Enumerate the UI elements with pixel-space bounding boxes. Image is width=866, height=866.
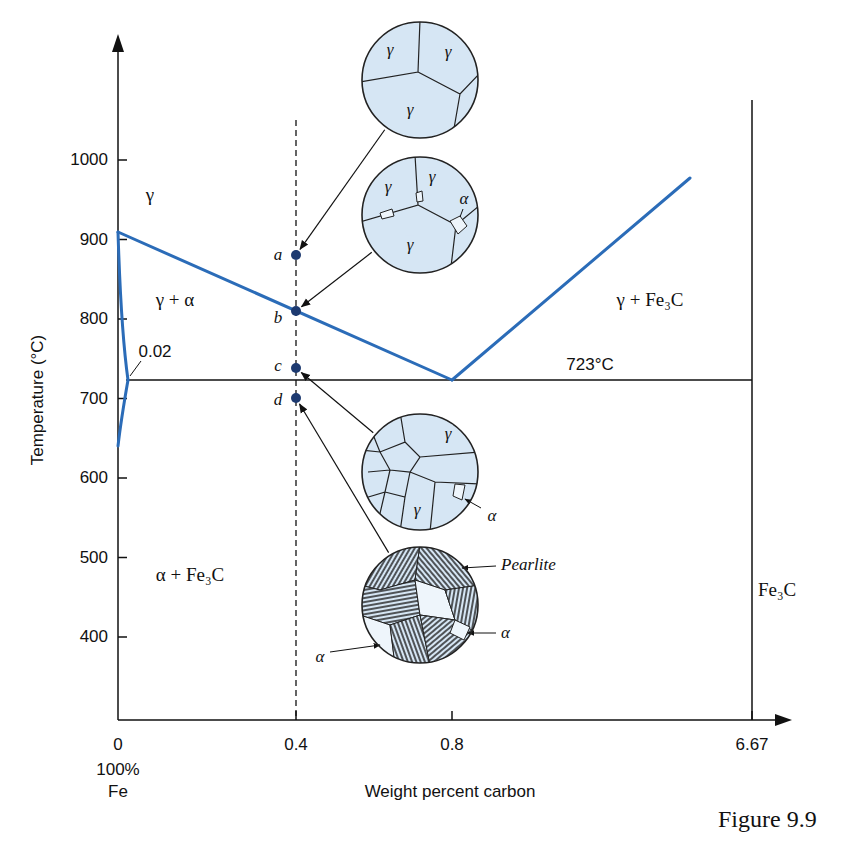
phase-symbol: γ xyxy=(406,101,415,120)
state-point: b xyxy=(266,301,302,321)
leader-arrow xyxy=(301,372,373,432)
leader-arrow xyxy=(300,404,389,553)
phase-symbol: γ xyxy=(384,178,393,197)
point-letter: b xyxy=(273,309,284,328)
tick-label: 900 xyxy=(80,230,108,249)
tick-label: 400 xyxy=(80,628,108,647)
phase-region-label: γ + α xyxy=(156,290,195,311)
micrograph-circle: Pearliteαα xyxy=(360,545,480,665)
circle-outline xyxy=(360,20,480,140)
tick-label: 600 xyxy=(80,469,108,488)
composition-label: 0.02 xyxy=(138,343,171,362)
callout-label: α xyxy=(315,648,326,667)
tick-label: 0 xyxy=(113,736,122,755)
point-dot xyxy=(291,250,301,260)
point-dot xyxy=(291,393,301,403)
micrograph-pearlite xyxy=(360,545,480,665)
tick-label: 500 xyxy=(80,548,108,567)
eutectoid-line xyxy=(126,379,752,381)
tick-label: 0.8 xyxy=(440,736,464,755)
micrograph-circle: γ γ α γ xyxy=(360,155,480,275)
phase-symbol: γ xyxy=(386,41,395,60)
tick-label: 800 xyxy=(80,310,108,329)
cementite-line xyxy=(751,100,753,720)
state-point: c xyxy=(266,358,302,378)
phase-symbol: γ xyxy=(413,501,422,520)
circle-outline xyxy=(360,155,480,275)
micrograph-austenite-ferrite xyxy=(360,155,480,275)
phase-symbol: α xyxy=(459,190,470,209)
phase-label: Fe₃C xyxy=(758,580,796,601)
tick-label: 6.67 xyxy=(735,736,768,755)
leader-arrow xyxy=(302,252,372,306)
tick-label: 1000 xyxy=(70,151,108,170)
micrograph-austenite xyxy=(360,20,480,140)
callout-label: α xyxy=(487,507,498,526)
axis-note: 100% xyxy=(96,761,139,780)
axes xyxy=(118,48,778,720)
temperature-label: 723°C xyxy=(566,356,613,375)
figure-caption: Figure 9.9 xyxy=(718,806,817,833)
phase-region-label: γ + Fe₃C xyxy=(617,290,684,311)
callout-label: Pearlite xyxy=(500,556,557,575)
axis-arrowhead xyxy=(112,34,124,52)
callout-label: α xyxy=(500,624,511,643)
circle-outline xyxy=(360,545,480,665)
tick-label: 0.4 xyxy=(284,736,308,755)
tick-label: 700 xyxy=(80,389,108,408)
point-letter: c xyxy=(273,357,283,376)
point-dot xyxy=(291,363,301,373)
leader-line xyxy=(130,361,141,376)
leader-arrow xyxy=(300,130,385,250)
state-point: a xyxy=(266,245,302,265)
point-letter: d xyxy=(273,391,284,410)
composition-dashed-line xyxy=(295,120,296,720)
micrograph-circle: γγα xyxy=(360,412,480,532)
phase-symbol: γ xyxy=(444,43,453,62)
point-dot xyxy=(291,306,301,316)
micrograph-circle: γ γ γ xyxy=(360,20,480,140)
phase-symbol: γ xyxy=(406,236,415,255)
phase-region-label: α + Fe₃C xyxy=(156,565,224,586)
axis-title: Temperature (°C) xyxy=(29,335,48,466)
phase-symbol: γ xyxy=(428,168,437,187)
micrograph-ferrite-network xyxy=(360,412,480,532)
phase-region-label: γ xyxy=(146,185,154,206)
axis-title: Weight percent carbon xyxy=(365,783,536,802)
axis-arrowhead xyxy=(775,714,792,726)
point-letter: a xyxy=(273,246,284,265)
axis-note: Fe xyxy=(108,783,128,802)
state-point: d xyxy=(266,388,302,408)
phase-symbol: γ xyxy=(444,425,453,444)
